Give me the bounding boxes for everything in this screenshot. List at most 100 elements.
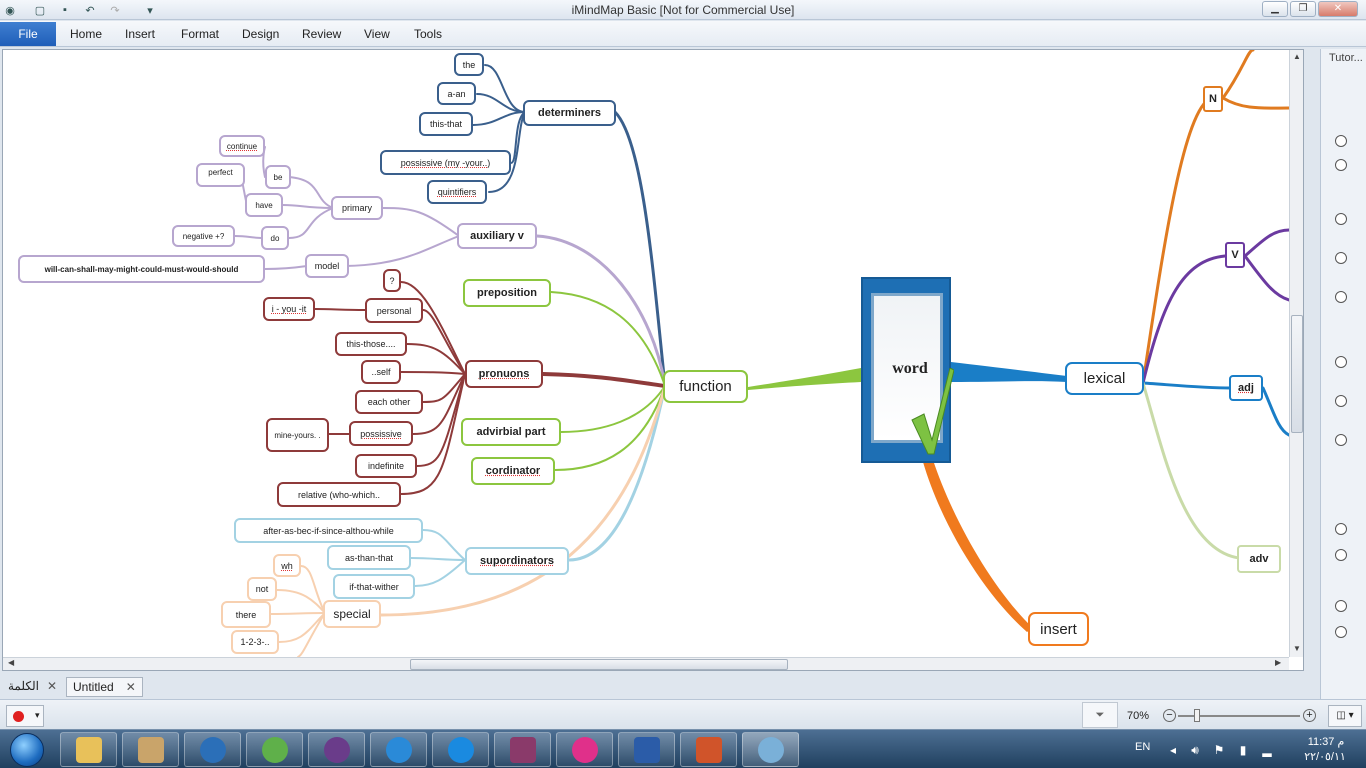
node-each-other[interactable]: each other <box>355 390 423 414</box>
panel-radio-4[interactable] <box>1335 252 1347 264</box>
panel-radio-2[interactable] <box>1335 159 1347 171</box>
language-indicator[interactable]: EN <box>1135 741 1151 753</box>
node-supordinators[interactable]: supordinators <box>465 547 569 575</box>
node-question[interactable]: ? <box>383 269 401 292</box>
start-button[interactable] <box>2 731 52 768</box>
customize-toolbar-icon[interactable]: ▾ <box>147 4 153 17</box>
taskbar-app-7[interactable] <box>432 732 489 767</box>
node-numbers[interactable]: 1-2-3-.. <box>231 630 279 654</box>
node-indefinite[interactable]: indefinite <box>355 454 417 478</box>
panel-radio-11[interactable] <box>1335 600 1347 612</box>
zoom-slider-track[interactable] <box>1178 715 1300 717</box>
taskbar-explorer[interactable] <box>60 732 117 767</box>
tab-insert[interactable]: Insert <box>125 27 156 41</box>
scroll-left-icon[interactable]: ◀ <box>8 658 15 667</box>
node-special[interactable]: special <box>323 600 381 628</box>
horizontal-scroll-thumb[interactable] <box>410 659 788 670</box>
node-i-you-it[interactable]: i - you -it <box>263 297 315 321</box>
panel-radio-7[interactable] <box>1335 395 1347 407</box>
tab-tools[interactable]: Tools <box>414 27 443 41</box>
app-icon[interactable]: ◉ <box>5 4 15 17</box>
mind-map-canvas[interactable]: word function lexical insert determiners… <box>2 49 1304 671</box>
node-as-than-that[interactable]: as-than-that <box>327 545 411 570</box>
node-preposition[interactable]: preposition <box>463 279 551 307</box>
node-have[interactable]: have <box>245 193 283 217</box>
node-model[interactable]: model <box>305 254 349 278</box>
panel-radio-9[interactable] <box>1335 523 1347 535</box>
tray-arrow-icon[interactable]: ◂ <box>1169 743 1177 757</box>
clock-date[interactable]: ٢٢/٠٥/١١ <box>1304 751 1346 763</box>
redo-icon[interactable]: ↷ <box>110 4 120 17</box>
node-adj[interactable]: adj <box>1229 375 1263 401</box>
new-icon[interactable]: ▢ <box>34 4 46 17</box>
node-mine-yours[interactable]: mine-yours. . <box>266 418 329 452</box>
node-a-an[interactable]: a-an <box>437 82 476 105</box>
node-if-that-wither[interactable]: if-that-wither <box>333 574 415 599</box>
node-be[interactable]: be <box>265 165 291 189</box>
tab-home[interactable]: Home <box>70 27 103 41</box>
network-icon[interactable]: ▂ <box>1262 743 1272 757</box>
node-v[interactable]: V <box>1225 242 1245 268</box>
node-continue[interactable]: continue <box>219 135 265 157</box>
vertical-scroll-thumb[interactable] <box>1291 315 1303 433</box>
taskbar-app-2[interactable] <box>122 732 179 767</box>
taskbar-spider[interactable] <box>308 732 365 767</box>
battery-icon[interactable]: ▮ <box>1239 743 1247 757</box>
node-self[interactable]: ..self <box>361 360 401 384</box>
node-possissive-pron[interactable]: possissive <box>349 421 413 446</box>
node-quintifiers[interactable]: quintifiers <box>427 180 487 204</box>
layout-button[interactable]: ◫ ▾ <box>1328 705 1362 727</box>
node-function[interactable]: function <box>663 370 748 403</box>
zoom-out-button[interactable]: − <box>1163 709 1176 722</box>
node-primary[interactable]: primary <box>331 196 383 220</box>
panel-radio-6[interactable] <box>1335 356 1347 368</box>
node-pronouns[interactable]: pronuons <box>465 360 543 388</box>
node-personal[interactable]: personal <box>365 298 423 323</box>
node-cordinator[interactable]: cordinator <box>471 457 555 485</box>
central-topic[interactable]: word <box>861 277 954 463</box>
node-wh[interactable]: wh <box>273 554 301 577</box>
panel-radio-10[interactable] <box>1335 549 1347 561</box>
restore-button[interactable]: ❐ <box>1290 1 1316 17</box>
node-advirbial-part[interactable]: advirbial part <box>461 418 561 446</box>
node-possissive-det[interactable]: possissive (my -your..) <box>380 150 511 175</box>
taskbar-imindmap[interactable] <box>742 732 799 767</box>
panel-radio-1[interactable] <box>1335 135 1347 147</box>
scroll-right-icon[interactable]: ▶ <box>1275 658 1282 667</box>
node-insert[interactable]: insert <box>1028 612 1089 646</box>
node-modal-verbs[interactable]: will-can-shall-may-might-could-must-woul… <box>18 255 265 283</box>
node-determiners[interactable]: determiners <box>523 100 616 126</box>
node-n[interactable]: N <box>1203 86 1223 112</box>
zoom-slider-thumb[interactable] <box>1194 709 1200 722</box>
panel-radio-12[interactable] <box>1335 626 1347 638</box>
scroll-down-icon[interactable]: ▼ <box>1293 644 1301 653</box>
clock-time[interactable]: 11:37 م <box>1307 736 1345 748</box>
volume-icon[interactable]: 🔊︎ <box>1191 743 1199 757</box>
doc-tab-1[interactable]: الكلمة✕ <box>2 677 63 697</box>
node-there[interactable]: there <box>221 601 271 628</box>
action-center-icon[interactable]: ⚑ <box>1213 743 1225 757</box>
taskbar-powerpoint[interactable] <box>680 732 737 767</box>
close-button[interactable]: ✕ <box>1318 1 1358 17</box>
tab-design[interactable]: Design <box>242 27 280 41</box>
node-lexical[interactable]: lexical <box>1065 362 1144 395</box>
node-after-as[interactable]: after-as-bec-if-since-althou-while <box>234 518 423 543</box>
close-tab-icon[interactable]: ✕ <box>46 679 58 693</box>
taskbar-ie[interactable] <box>370 732 427 767</box>
node-this-that[interactable]: this-that <box>419 112 473 136</box>
tab-review[interactable]: Review <box>302 27 342 41</box>
tab-view[interactable]: View <box>364 27 390 41</box>
close-tab-icon[interactable]: ✕ <box>125 680 136 694</box>
taskbar-winrar[interactable] <box>494 732 551 767</box>
zoom-in-button[interactable]: + <box>1303 709 1316 722</box>
panel-radio-3[interactable] <box>1335 213 1347 225</box>
node-auxiliary-v[interactable]: auxiliary v <box>457 223 537 249</box>
panel-radio-8[interactable] <box>1335 434 1347 446</box>
node-the[interactable]: the <box>454 53 484 76</box>
node-do[interactable]: do <box>261 226 289 250</box>
horizontal-scrollbar[interactable]: ◀ ▶ <box>3 657 1289 670</box>
minimize-button[interactable]: ▁ <box>1262 1 1288 17</box>
node-negative[interactable]: negative +? <box>172 225 235 247</box>
vertical-scrollbar[interactable]: ▲ ▼ <box>1289 50 1303 657</box>
node-adv[interactable]: adv <box>1237 545 1281 573</box>
